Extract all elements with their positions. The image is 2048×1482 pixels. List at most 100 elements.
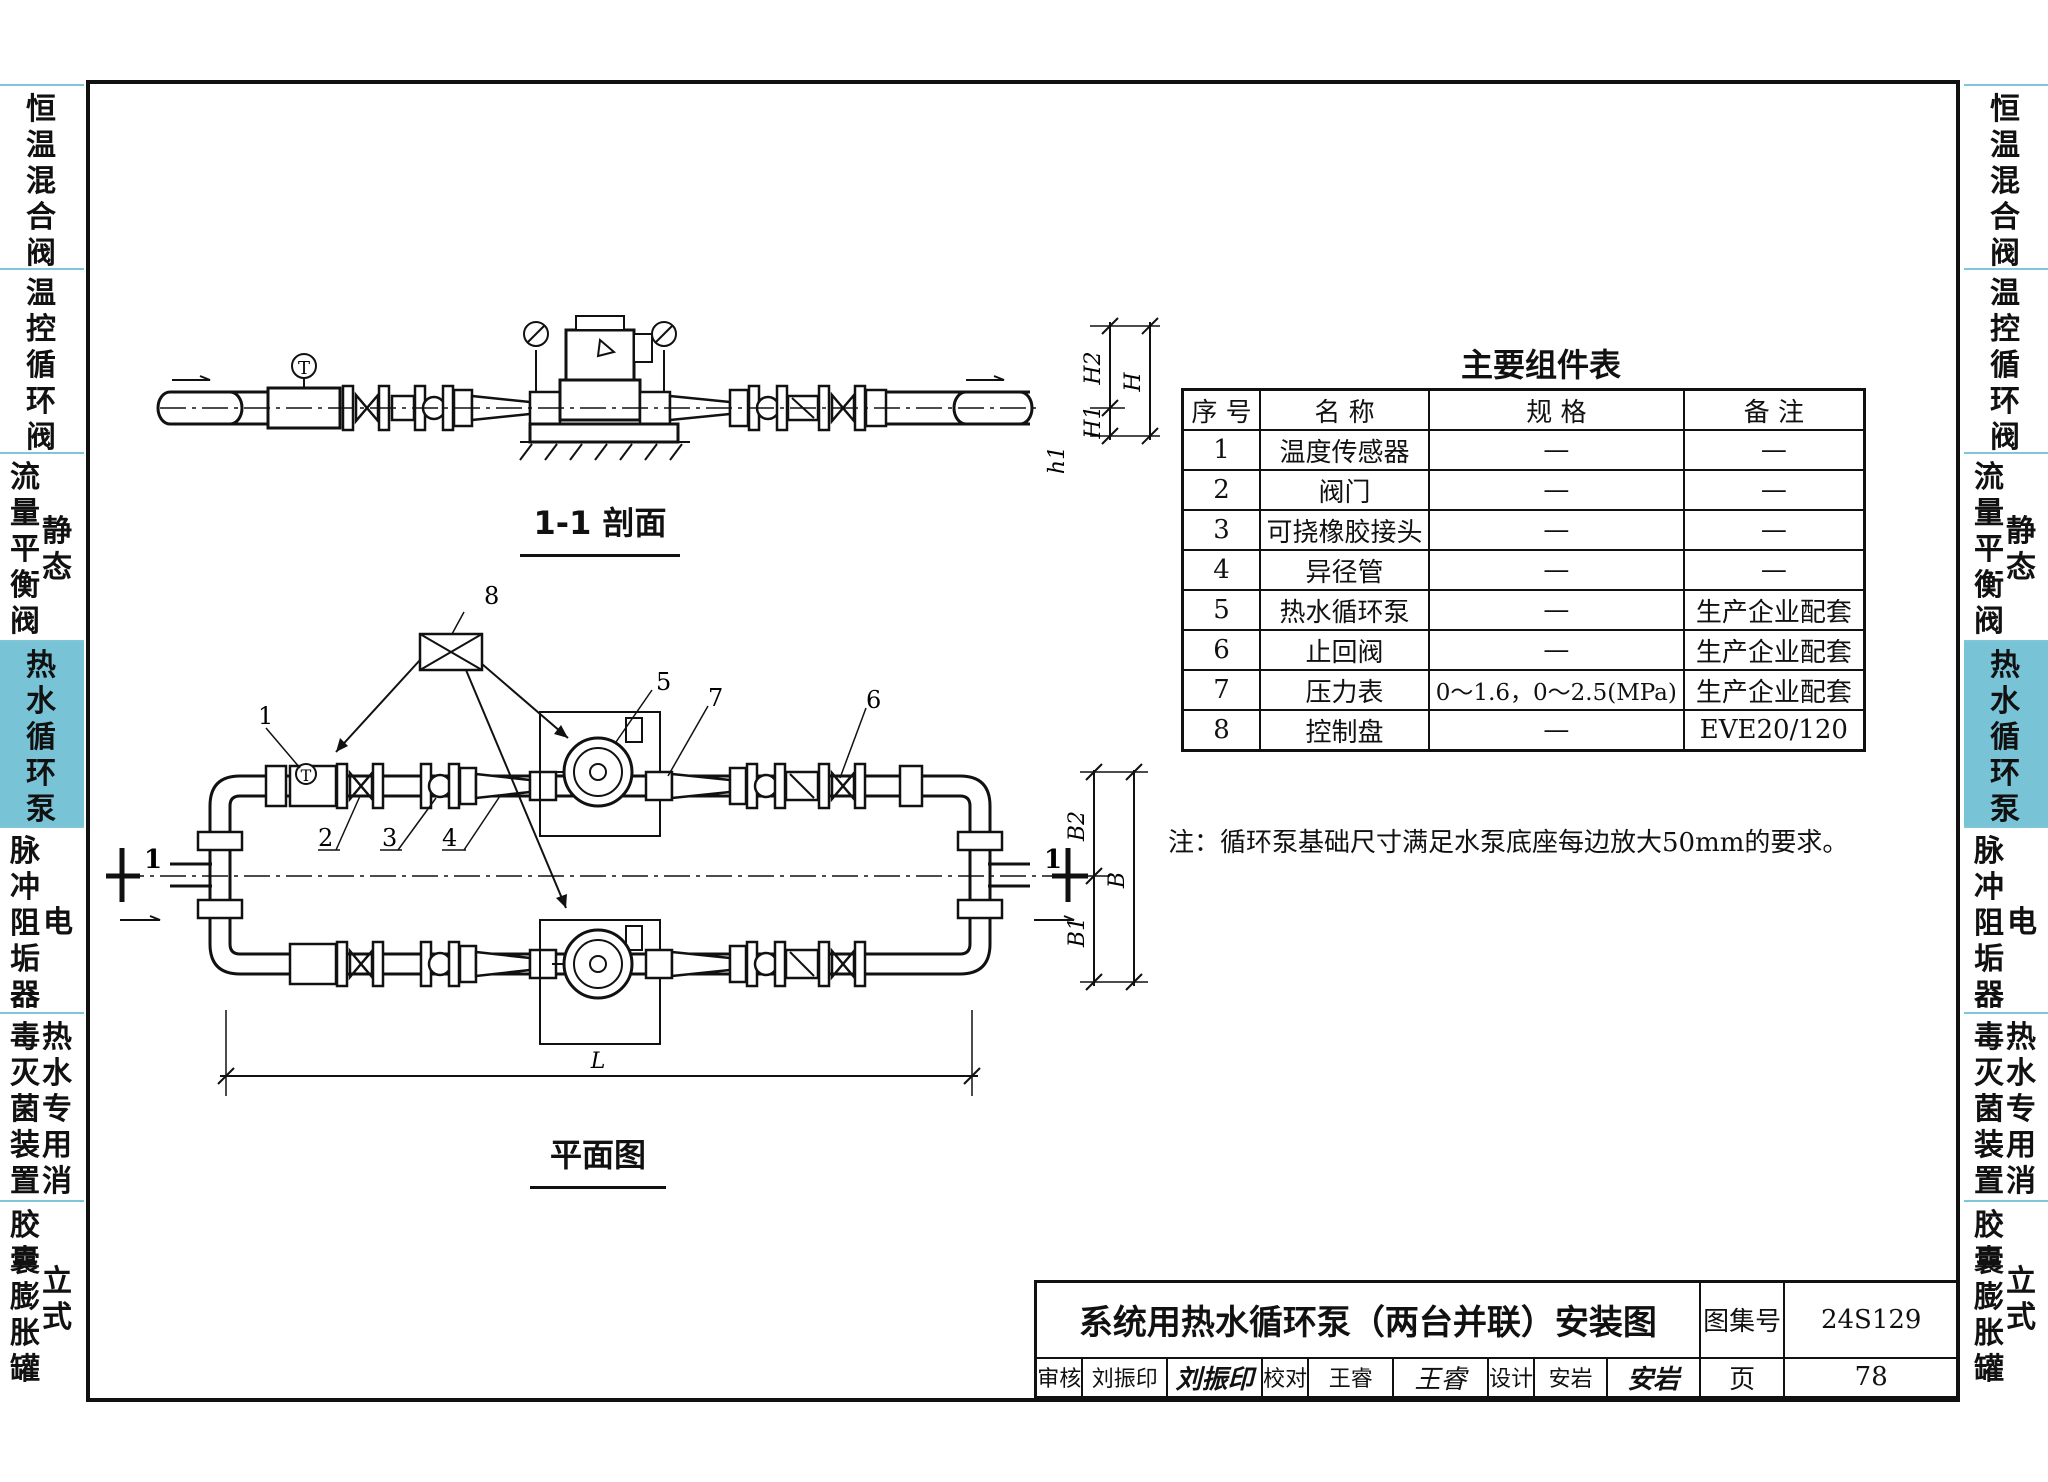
table-cell: 5	[1181, 589, 1262, 631]
section-label: 1-1 剖面	[520, 498, 680, 557]
callout-8: 8	[484, 582, 499, 610]
callout-3: 3	[382, 824, 397, 852]
callout-1: 1	[258, 702, 273, 730]
review-label: 审核	[1034, 1356, 1084, 1398]
index-tab-text: 脉冲阻垢器	[10, 834, 40, 1013]
table-cell: —	[1427, 629, 1685, 671]
table-cell: —	[1427, 509, 1685, 551]
table-header-cell: 名 称	[1259, 388, 1430, 431]
index-tab-text: 流量平衡阀	[10, 460, 40, 639]
index-tab-text: 热水专用消	[42, 1020, 72, 1199]
note-text: 注：循环泵基础尺寸满足水泵底座每边放大50mm的要求。	[1168, 828, 1849, 858]
index-tab-text: 温控循环阀	[1990, 276, 2020, 455]
dim-H2: H2	[1081, 351, 1106, 385]
table-cell: 1	[1181, 429, 1262, 471]
table-cell: 生产企业配套	[1682, 669, 1866, 711]
table-header-cell: 备 注	[1682, 388, 1866, 431]
index-tab-text: 热水循环泵	[1990, 648, 2020, 827]
section-mark-right: 1	[1044, 845, 1062, 875]
table-header-row: 序 号名 称规 格备 注	[1181, 388, 1866, 431]
table-cell: 控制盘	[1259, 709, 1430, 752]
design-label: 设计	[1486, 1356, 1536, 1398]
table-cell: 异径管	[1259, 549, 1430, 591]
index-tab-4[interactable]: 热水循环泵	[1964, 640, 2048, 827]
index-tab-5[interactable]: 脉冲阻垢器电	[0, 826, 84, 1013]
table-cell: 8	[1181, 709, 1262, 752]
index-tab-text: 胶囊膨胀罐	[10, 1208, 40, 1387]
page-label: 页	[1698, 1356, 1786, 1398]
index-tab-text: 立式	[42, 1264, 72, 1335]
table-cell: 4	[1181, 549, 1262, 591]
table-cell: —	[1427, 549, 1685, 591]
table-cell: —	[1682, 549, 1866, 591]
reviewer-signature: 刘振印	[1166, 1356, 1263, 1398]
reviewer-name: 刘振印	[1081, 1356, 1169, 1398]
dim-H: H	[1121, 372, 1146, 393]
table-cell: —	[1427, 469, 1685, 511]
index-tab-text: 毒灭菌装置	[1974, 1020, 2004, 1199]
table-cell: —	[1427, 709, 1685, 752]
checker-name: 王睿	[1307, 1356, 1395, 1398]
table-cell: 压力表	[1259, 669, 1430, 711]
page-number: 78	[1783, 1356, 1960, 1398]
index-tab-text: 流量平衡阀	[1974, 460, 2004, 639]
index-tab-3[interactable]: 流量平衡阀静态	[0, 452, 84, 640]
atlas-number: 24S129	[1783, 1280, 1960, 1359]
table-header-cell: 规 格	[1427, 388, 1685, 431]
table-header-cell: 序 号	[1181, 388, 1262, 431]
table-cell: 3	[1181, 509, 1262, 551]
index-tab-1[interactable]: 恒温混合阀	[0, 84, 84, 271]
table-cell: —	[1427, 429, 1685, 471]
index-tab-text: 温控循环阀	[26, 276, 56, 455]
table-cell: 可挠橡胶接头	[1259, 509, 1430, 551]
atlas-label: 图集号	[1698, 1280, 1786, 1359]
index-tab-text: 胶囊膨胀罐	[1974, 1208, 2004, 1387]
index-tab-6[interactable]: 毒灭菌装置热水专用消	[0, 1012, 84, 1200]
index-tab-2[interactable]: 温控循环阀	[0, 268, 84, 455]
dim-B2: B2	[1065, 811, 1090, 842]
index-tab-text: 毒灭菌装置	[10, 1020, 40, 1199]
dim-B: B	[1105, 872, 1130, 889]
callout-7: 7	[708, 684, 723, 712]
section-mark-left: 1	[144, 845, 162, 875]
table-cell: 0～1.6，0～2.5(MPa)	[1427, 669, 1685, 711]
callout-5: 5	[656, 668, 671, 696]
index-tab-6[interactable]: 毒灭菌装置热水专用消	[1964, 1012, 2048, 1200]
table-cell: 生产企业配套	[1682, 589, 1866, 631]
table-cell: 温度传感器	[1259, 429, 1430, 471]
index-tab-5[interactable]: 脉冲阻垢器电	[1964, 826, 2048, 1013]
dim-B1: B1	[1065, 917, 1090, 948]
table-cell: EVE20/120	[1682, 709, 1866, 752]
callout-4: 4	[442, 824, 457, 852]
index-tab-4[interactable]: 热水循环泵	[0, 640, 84, 827]
check-label: 校对	[1260, 1356, 1310, 1398]
checker-signature: 王睿	[1392, 1356, 1489, 1398]
index-tab-7[interactable]: 胶囊膨胀罐立式	[0, 1200, 84, 1392]
table-cell: 6	[1181, 629, 1262, 671]
index-tab-text: 电	[2007, 905, 2037, 940]
table-cell: 7	[1181, 669, 1262, 711]
table-title: 主要组件表	[1460, 346, 1621, 384]
table-cell: 热水循环泵	[1259, 589, 1430, 631]
dim-L: L	[590, 1049, 606, 1074]
index-tab-text: 脉冲阻垢器	[1974, 834, 2004, 1013]
table-cell: 止回阀	[1259, 629, 1430, 671]
index-tab-7[interactable]: 胶囊膨胀罐立式	[1964, 1200, 2048, 1392]
callout-2: 2	[318, 824, 333, 852]
index-tab-text: 静态	[42, 514, 72, 585]
table-cell: —	[1682, 509, 1866, 551]
index-tab-2[interactable]: 温控循环阀	[1964, 268, 2048, 455]
index-tab-1[interactable]: 恒温混合阀	[1964, 84, 2048, 271]
index-tab-3[interactable]: 流量平衡阀静态	[1964, 452, 2048, 640]
table-cell: 生产企业配套	[1682, 629, 1866, 671]
table-cell: —	[1682, 429, 1866, 471]
designer-signature: 安岩	[1605, 1356, 1701, 1398]
title-block: 系统用热水循环泵（两台并联）安装图 图集号 24S129 审核 刘振印 刘振印 …	[1034, 1280, 1960, 1399]
